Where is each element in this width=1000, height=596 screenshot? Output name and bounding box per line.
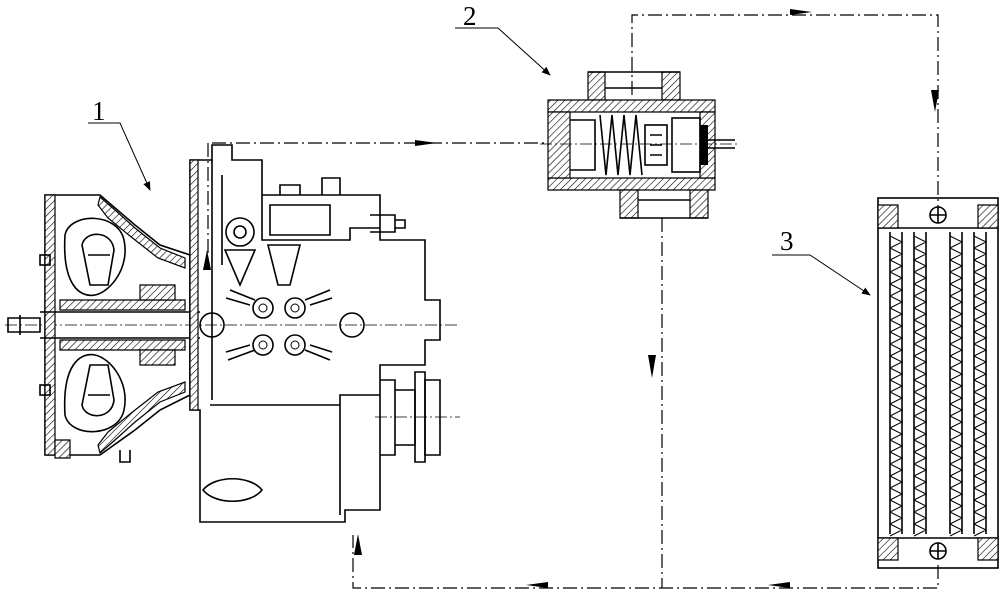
component-label-1: 1 [92, 96, 106, 126]
leader-lines [88, 27, 871, 296]
flow-arrow-right-mid [415, 140, 437, 146]
flow-arrow-up-pump [203, 250, 211, 270]
component-label-3: 3 [780, 226, 794, 256]
cooler-fin [949, 235, 964, 537]
flow-arrow-down-center [648, 355, 656, 378]
oil-circuit [203, 9, 939, 589]
component-label-2: 2 [463, 1, 477, 31]
cooler-tubes [889, 232, 988, 537]
flow-arrow-right-top [790, 9, 812, 15]
flow-arrow-up-left [354, 534, 362, 555]
cooler-fin [889, 235, 904, 537]
cooler-fin [973, 235, 988, 537]
flow-arrow-left-bottom-mid [526, 582, 548, 588]
transmission-assembly [5, 144, 460, 523]
cooler-fin [913, 235, 928, 537]
flow-arrow-down-right [931, 90, 939, 112]
oil-cooler [877, 197, 999, 569]
flow-arrow-left-bottom-right [768, 582, 790, 588]
thermostatic-valve [540, 71, 740, 219]
